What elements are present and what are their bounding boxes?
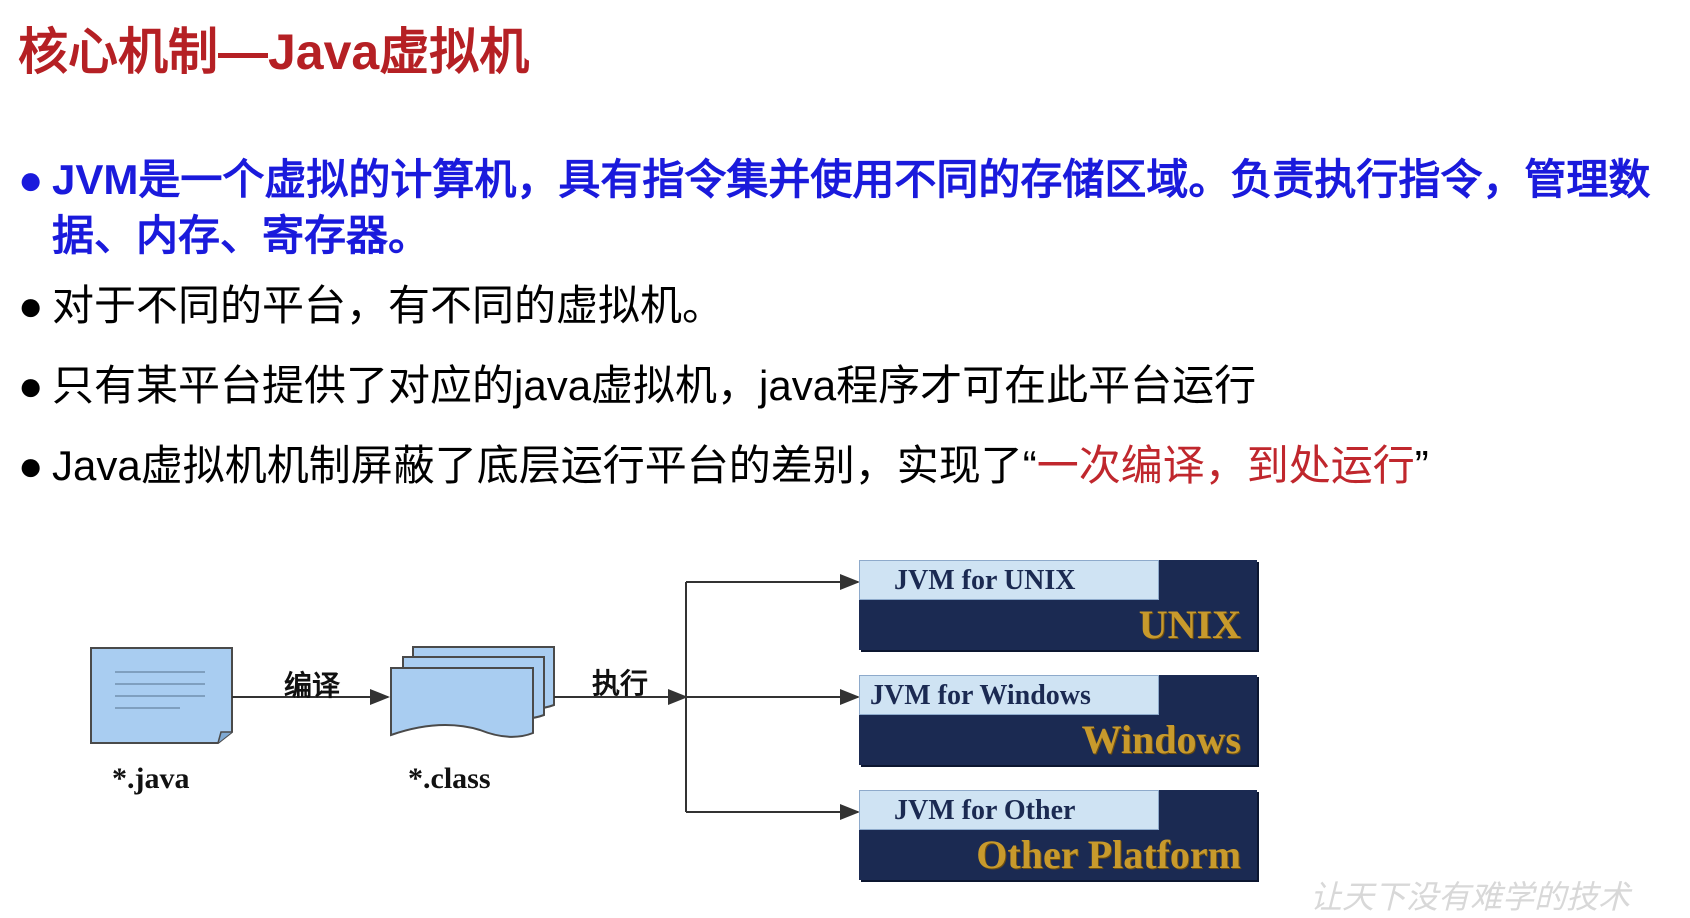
jvm-label-windows: JVM for Windows xyxy=(859,675,1159,715)
bullet-dot: ● xyxy=(18,156,44,203)
bullet-platforms: ●对于不同的平台，有不同的虚拟机。 xyxy=(18,278,1678,334)
bullet-dot: ● xyxy=(18,282,44,329)
bullet-text-end: ” xyxy=(1414,442,1429,489)
platform-box-windows: JVM for Windows Windows xyxy=(859,675,1257,765)
bullet-text: JVM是一个虚拟的计算机，具有指令集并使用不同的存储区域。负责执行指令，管理数据… xyxy=(52,156,1651,259)
platform-box-other: JVM for Other Other Platform xyxy=(859,790,1257,880)
bullet-write-once: ●Java虚拟机机制屏蔽了底层运行平台的差别，实现了“一次编译，到处运行” xyxy=(18,438,1678,494)
os-label-unix: UNIX xyxy=(1138,602,1241,647)
compile-label: 编译 xyxy=(284,671,341,702)
os-label-windows: Windows xyxy=(1081,717,1241,762)
jvm-label-unix: JVM for UNIX xyxy=(859,560,1159,600)
bullet-highlight: 一次编译，到处运行 xyxy=(1036,442,1415,489)
watermark: 让天下没有难学的技术 xyxy=(1310,879,1631,915)
java-file-label: *.java xyxy=(112,762,190,795)
platform-box-unix: JVM for UNIX UNIX xyxy=(859,560,1257,650)
bullet-dot: ● xyxy=(18,442,44,489)
bullet-text: Java虚拟机机制屏蔽了底层运行平台的差别，实现了“ xyxy=(52,442,1037,489)
bullet-jvm-definition: ●JVM是一个虚拟的计算机，具有指令集并使用不同的存储区域。负责执行指令，管理数… xyxy=(18,152,1678,264)
bullet-text: 对于不同的平台，有不同的虚拟机。 xyxy=(52,282,725,329)
os-label-other: Other Platform xyxy=(976,832,1241,877)
execute-label: 执行 xyxy=(592,669,649,700)
bullet-dot: ● xyxy=(18,362,44,409)
class-files-icon xyxy=(390,646,555,738)
bullet-list: ●JVM是一个虚拟的计算机，具有指令集并使用不同的存储区域。负责执行指令，管理数… xyxy=(18,152,1678,518)
jvm-label-other: JVM for Other xyxy=(859,790,1159,830)
bullet-platform-jvm: ●只有某平台提供了对应的java虚拟机，java程序才可在此平台运行 xyxy=(18,358,1678,414)
bullet-text: 只有某平台提供了对应的java虚拟机，java程序才可在此平台运行 xyxy=(52,362,1257,409)
slide-title: 核心机制—Java虚拟机 xyxy=(18,24,530,80)
java-file-icon xyxy=(90,647,233,744)
class-file-label: *.class xyxy=(408,762,491,795)
